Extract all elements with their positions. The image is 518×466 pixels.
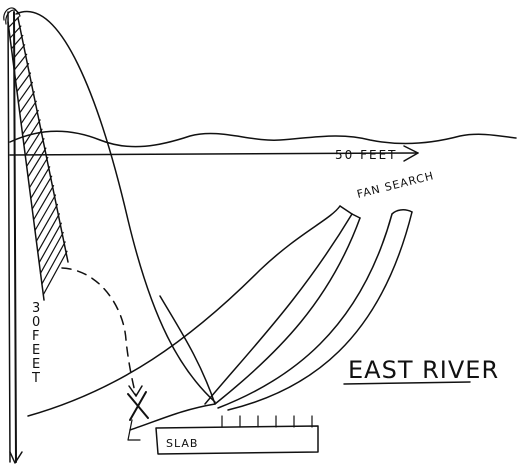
- fan-left-arc: [27, 205, 341, 417]
- ladder-rung: [39, 231, 64, 274]
- ladder-rung: [15, 63, 30, 82]
- location-title-underline: [343, 381, 471, 385]
- depth-label-char: T: [31, 371, 40, 386]
- target-x-mark: [127, 391, 149, 421]
- dashed-path-arrowhead: [128, 385, 143, 397]
- ladder-rung: [23, 119, 41, 146]
- depth-label-char: 3: [32, 301, 40, 316]
- x-mark-tie: [127, 419, 141, 441]
- ladder-rung: [12, 44, 26, 60]
- ladder-rung: [27, 147, 47, 178]
- location-title: EAST RIVER: [348, 356, 499, 384]
- dashed-search-path: [61, 267, 137, 397]
- ladder-rung: [35, 203, 58, 242]
- bottom-sweep-line: [129, 295, 216, 431]
- ladder-rung: [33, 185, 55, 221]
- depth-label-char: E: [32, 357, 40, 372]
- fan-search-sweep: [204, 205, 413, 411]
- ladder-rung: [20, 100, 37, 125]
- distance-label: 50 FEET: [335, 148, 397, 162]
- ladder-rung: [19, 91, 35, 114]
- ladder-rung: [41, 241, 66, 285]
- ladder-rung: [31, 175, 53, 210]
- ladder-rung: [37, 213, 60, 253]
- ladder-rung: [30, 166, 51, 199]
- ladder: [7, 16, 69, 301]
- ladder-rung: [38, 222, 62, 264]
- depth-label-char: E: [32, 343, 40, 358]
- ladder-rung: [21, 109, 39, 135]
- slab-label: SLAB: [166, 437, 198, 450]
- tether-line: [15, 11, 216, 403]
- slab-ticks: [221, 415, 313, 428]
- ladder-rung: [28, 156, 49, 189]
- ladder-rung: [16, 72, 32, 93]
- ladder-rung: [34, 194, 57, 232]
- dock-vertical-line: [3, 7, 23, 464]
- ladder-rung: [9, 25, 22, 39]
- slab-block: [155, 415, 319, 455]
- ladder-rung: [24, 128, 43, 157]
- depth-label-char: 0: [32, 315, 40, 330]
- fan-search-label: FAN SEARCH: [356, 169, 436, 201]
- distance-arrow: [9, 145, 419, 162]
- ladder-rungs: [8, 16, 68, 296]
- ladder-rung: [17, 81, 33, 103]
- ladder-rung: [13, 53, 28, 71]
- ladder-rung: [42, 250, 68, 296]
- ladder-rung: [10, 34, 24, 50]
- depth-label-char: F: [32, 329, 39, 344]
- ladder-rung: [8, 16, 20, 28]
- ladder-rung: [26, 138, 45, 167]
- water-surface: [9, 130, 517, 148]
